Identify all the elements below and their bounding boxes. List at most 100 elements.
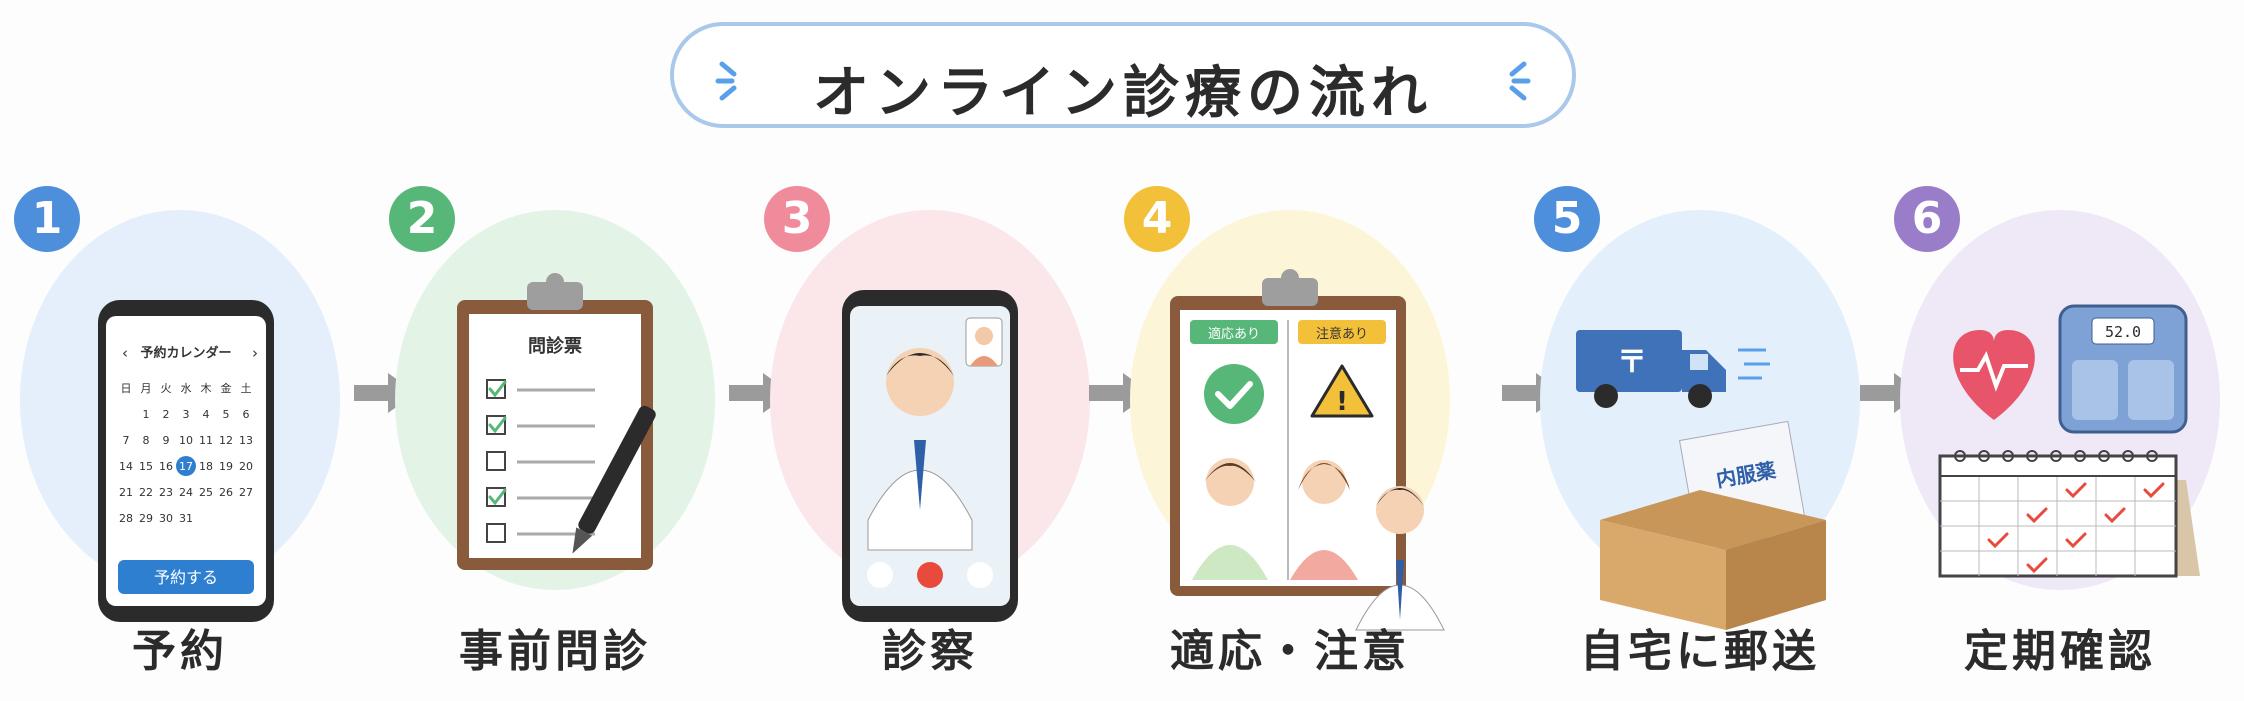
step-2: 問診票 2 事前問診	[389, 160, 725, 700]
assessment-clipboard-illustration: 適応あり 注意あり !	[1170, 269, 1445, 631]
svg-text:〒: 〒	[1617, 345, 1647, 380]
scale-reading: 52.0	[2105, 323, 2141, 341]
check-mark	[2065, 482, 2087, 499]
caution-tag: 注意あり	[1316, 326, 1368, 342]
reserve-button[interactable]: 予約する	[154, 568, 218, 587]
step-6: 52.0 6 定期確認	[1894, 160, 2230, 700]
step-3: 3 診察	[764, 160, 1100, 700]
check-icon	[1204, 364, 1264, 424]
check-mark	[2143, 482, 2165, 499]
calendar-day[interactable]: 11	[199, 434, 213, 447]
check-mark	[488, 380, 507, 398]
title-banner: オンライン診療の流れ	[670, 22, 1576, 128]
step-5: 〒 内服薬 5 自宅に郵送	[1534, 160, 1870, 700]
check-mark	[488, 416, 507, 434]
check-mark	[2026, 557, 2048, 574]
selected-day-marker	[176, 456, 196, 476]
check-mark	[2065, 532, 2087, 549]
calendar-day[interactable]: 25	[199, 486, 213, 499]
delivery-truck-icon: 〒	[1576, 330, 1770, 408]
calendar-day[interactable]: 16	[159, 460, 173, 473]
warning-icon	[1310, 364, 1374, 418]
calendar-day[interactable]: 31	[179, 512, 193, 525]
calendar-day[interactable]: 24	[179, 486, 193, 499]
weekday-label: 木	[201, 382, 212, 395]
calendar-day[interactable]: 5	[223, 408, 230, 421]
calendar-day[interactable]: 7	[123, 434, 130, 447]
calendar-day[interactable]: 12	[219, 434, 233, 447]
step-label: 事前問診	[459, 626, 651, 677]
video-call-illustration	[842, 290, 1018, 622]
calendar-day[interactable]: 27	[239, 486, 253, 499]
weekday-label: 月	[141, 382, 152, 395]
weekday-label: 土	[241, 382, 252, 395]
checkbox[interactable]	[486, 415, 506, 435]
sparkle-icon	[715, 61, 737, 101]
step-number-badge: 2	[389, 186, 455, 252]
svg-text:‹: ‹	[122, 344, 128, 362]
delivery-illustration: 〒 内服薬	[1576, 330, 1826, 630]
check-mark	[2026, 507, 2048, 524]
calendar-day[interactable]: 17	[179, 460, 193, 473]
calendar-day[interactable]: 4	[203, 408, 210, 421]
calendar-day[interactable]: 22	[139, 486, 153, 499]
step-4: 適応あり 注意あり ! 4 適応・注意	[1124, 160, 1460, 700]
camera-icon[interactable]	[967, 562, 993, 588]
calendar-day[interactable]: 21	[119, 486, 133, 499]
calendar-day[interactable]: 13	[239, 434, 253, 447]
calendar-day[interactable]: 8	[143, 434, 150, 447]
calendar-day[interactable]: 6	[243, 408, 250, 421]
questionnaire-title: 問診票	[528, 335, 582, 357]
calendar-day[interactable]: 29	[139, 512, 153, 525]
checkbox[interactable]	[486, 451, 506, 471]
weekday-label: 金	[221, 381, 232, 395]
questionnaire-clipboard-illustration: 問診票	[457, 273, 656, 570]
calendar-day[interactable]: 30	[159, 512, 173, 525]
step-number-badge: 3	[764, 186, 830, 252]
step-number-badge: 4	[1124, 186, 1190, 252]
calendar-day[interactable]: 14	[119, 460, 133, 473]
calendar-day[interactable]: 28	[119, 512, 133, 525]
step-number-badge: 5	[1534, 186, 1600, 252]
svg-text:!: !	[1336, 387, 1348, 417]
calendar-day[interactable]: 23	[159, 486, 173, 499]
calendar-day[interactable]: 1	[143, 408, 150, 421]
step-number-badge: 1	[14, 186, 80, 252]
calendar-day[interactable]: 15	[139, 460, 153, 473]
suitable-tag: 適応あり	[1208, 326, 1260, 342]
checkbox[interactable]	[486, 523, 506, 543]
calendar-day[interactable]: 20	[239, 460, 253, 473]
calendar-day[interactable]: 18	[199, 460, 213, 473]
weekday-label: 火	[161, 382, 172, 395]
checkup-illustration: 52.0	[1938, 304, 2200, 578]
calendar-day[interactable]: 9	[163, 434, 170, 447]
questionnaire-list	[486, 379, 595, 543]
step-label: 診察	[882, 626, 978, 677]
checkbox[interactable]	[486, 379, 506, 399]
check-mark	[2104, 507, 2126, 524]
checkbox[interactable]	[486, 487, 506, 507]
calendar-day[interactable]: 26	[219, 486, 233, 499]
step-label: 定期確認	[1964, 626, 2156, 677]
step-label: 適応・注意	[1170, 626, 1410, 677]
calendar-day[interactable]: 19	[219, 460, 233, 473]
calendar-day[interactable]: 2	[163, 408, 170, 421]
weekday-label: 日	[121, 382, 132, 395]
check-mark	[1987, 532, 2009, 549]
hang-up-icon[interactable]	[917, 562, 943, 588]
microphone-icon[interactable]	[867, 562, 893, 588]
step-label: 予約	[132, 626, 228, 677]
calendar-day[interactable]: 10	[179, 434, 193, 447]
svg-text:›: ›	[252, 344, 258, 362]
calendar-day[interactable]: 3	[183, 408, 190, 421]
weekday-label: 水	[181, 382, 192, 395]
step-label: 自宅に郵送	[1580, 626, 1820, 677]
step-number-badge: 6	[1894, 186, 1960, 252]
sparkle-icon	[1509, 61, 1531, 101]
check-mark	[488, 488, 507, 506]
calendar-title: 予約カレンダー	[140, 345, 231, 361]
calendar-icon	[1938, 454, 2178, 578]
